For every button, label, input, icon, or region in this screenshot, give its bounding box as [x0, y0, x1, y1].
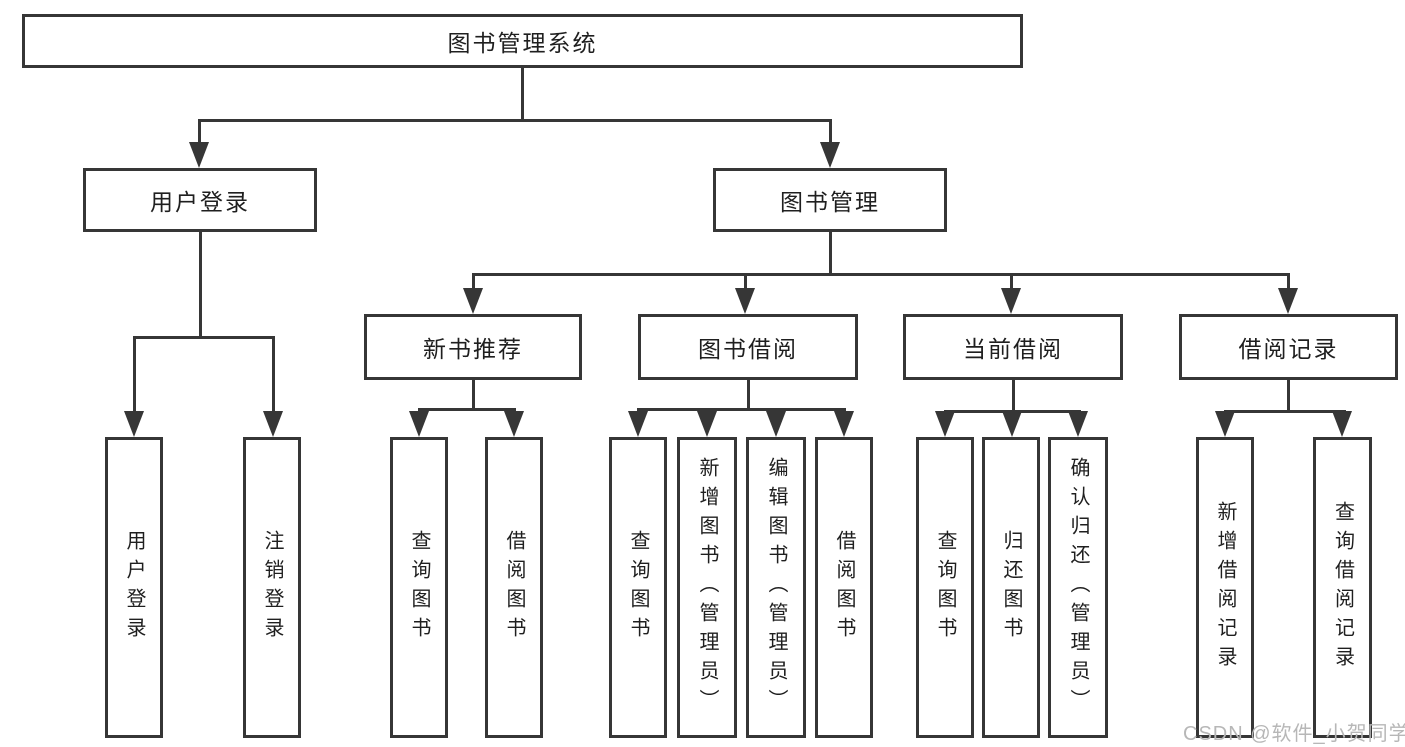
arrow-down-icon: [1332, 411, 1352, 437]
arrow-down-icon: [409, 411, 429, 437]
connector-line: [418, 408, 516, 411]
connector-line: [472, 380, 475, 410]
arrow-down-icon: [124, 411, 144, 437]
arrow-down-icon: [1068, 411, 1088, 437]
arrow-down-icon: [834, 411, 854, 437]
connector-line: [1010, 273, 1013, 291]
leaf-add-book-admin: 新增图书（管理员）: [677, 437, 737, 738]
connector-line: [198, 119, 201, 147]
leaf-user-login: 用户登录: [105, 437, 163, 738]
leaf-add-borrow-record: 新增借阅记录: [1196, 437, 1254, 738]
leaf-logout: 注销登录: [243, 437, 301, 738]
connector-line: [1012, 380, 1015, 412]
connector-line: [472, 273, 475, 291]
node-new-book-recommend: 新书推荐: [364, 314, 582, 380]
connector-line: [472, 273, 1290, 276]
connector-line: [133, 336, 275, 339]
arrow-down-icon: [1001, 288, 1021, 314]
leaf-borrow-books-recommend: 借阅图书: [485, 437, 543, 738]
node-current-borrowing: 当前借阅: [903, 314, 1123, 380]
arrow-down-icon: [735, 288, 755, 314]
arrow-down-icon: [504, 411, 524, 437]
node-user-login: 用户登录: [83, 168, 317, 232]
connector-line: [521, 68, 524, 119]
connector-line: [133, 336, 136, 414]
node-borrowing-records: 借阅记录: [1179, 314, 1398, 380]
arrow-down-icon: [697, 411, 717, 437]
connector-line: [1224, 410, 1346, 413]
arrow-down-icon: [820, 142, 840, 168]
arrow-down-icon: [935, 411, 955, 437]
leaf-confirm-return-admin: 确认归还（管理员）: [1048, 437, 1108, 738]
node-library-management-system: 图书管理系统: [22, 14, 1023, 68]
connector-line: [1287, 273, 1290, 291]
connector-line: [198, 119, 832, 122]
leaf-edit-book-admin: 编辑图书（管理员）: [746, 437, 806, 738]
connector-line: [199, 232, 202, 339]
connector-line: [744, 273, 747, 291]
connector-line: [829, 119, 832, 147]
arrow-down-icon: [463, 288, 483, 314]
arrow-down-icon: [766, 411, 786, 437]
arrow-down-icon: [189, 142, 209, 168]
arrow-down-icon: [263, 411, 283, 437]
leaf-query-books-borrowing: 查询图书: [609, 437, 667, 738]
arrow-down-icon: [1215, 411, 1235, 437]
leaf-return-books: 归还图书: [982, 437, 1040, 738]
connector-line: [272, 336, 275, 414]
node-book-borrowing: 图书借阅: [638, 314, 858, 380]
arrow-down-icon: [1002, 411, 1022, 437]
arrow-down-icon: [1278, 288, 1298, 314]
csdn-watermark: CSDN @软件_小贺同学: [1183, 723, 1405, 745]
node-book-management: 图书管理: [713, 168, 947, 232]
arrow-down-icon: [628, 411, 648, 437]
leaf-query-books-current: 查询图书: [916, 437, 974, 738]
leaf-borrow-books-borrowing: 借阅图书: [815, 437, 873, 738]
leaf-query-borrow-record: 查询借阅记录: [1313, 437, 1372, 738]
connector-line: [637, 408, 846, 411]
connector-line: [829, 232, 832, 276]
connector-line: [1287, 380, 1290, 412]
leaf-query-books-recommend: 查询图书: [390, 437, 448, 738]
connector-line: [747, 380, 750, 410]
